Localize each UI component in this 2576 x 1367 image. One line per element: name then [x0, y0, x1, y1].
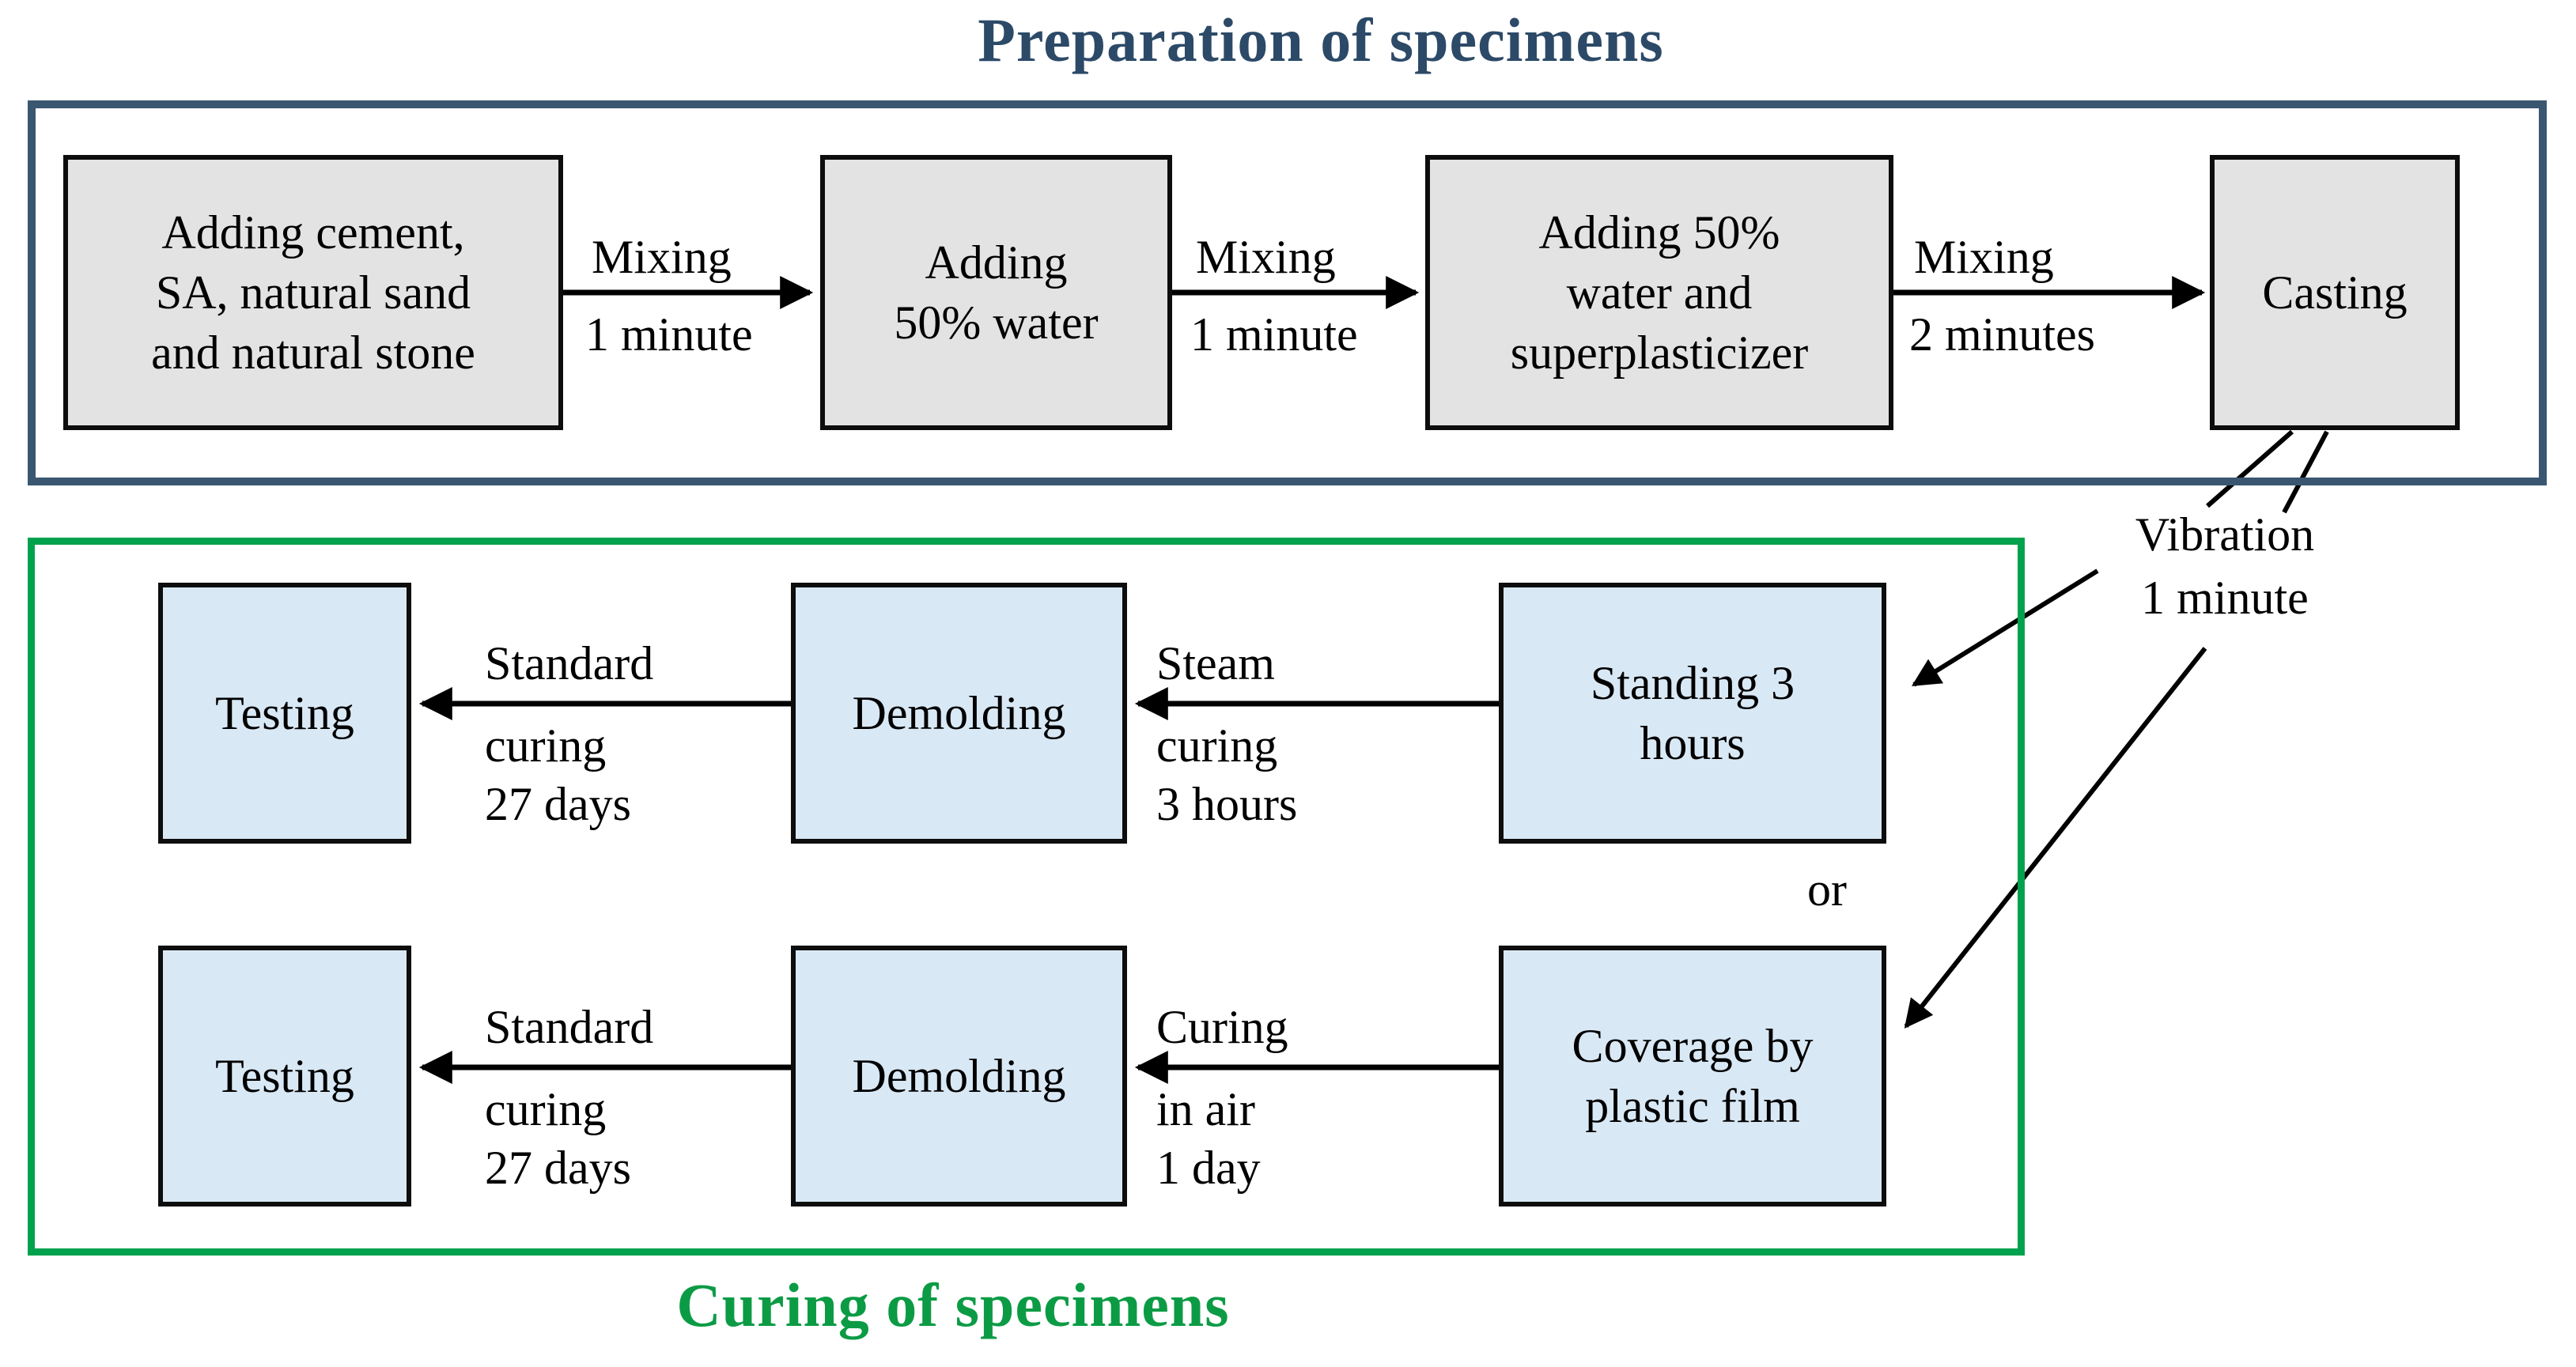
row1-left-label-below: curing 27 days — [485, 719, 631, 830]
casting-branch-segment-2 — [2282, 430, 2329, 514]
row2-right-label-below: in air 1 day — [1156, 1083, 1261, 1194]
preparation-section-frame — [28, 100, 2547, 485]
row2-left-label-below: curing 27 days — [485, 1083, 631, 1194]
box-standing-3-hours: Standing 3 hours — [1499, 583, 1886, 844]
box-testing-row1: Testing — [158, 583, 411, 844]
arrow1-label-below: 1 minute — [585, 308, 753, 361]
row1-right-label-below: curing 3 hours — [1156, 719, 1298, 830]
box-demolding-row2: Demolding — [791, 946, 1127, 1207]
box-demolding-row1: Demolding — [791, 583, 1127, 844]
row2-left-label-above: Standard — [485, 1001, 654, 1053]
arrow2-label-below: 1 minute — [1190, 308, 1358, 361]
box-coverage-plastic-film: Coverage by plastic film — [1499, 946, 1886, 1207]
box-adding-materials: Adding cement, SA, natural sand and natu… — [63, 155, 563, 430]
box-casting: Casting — [2210, 155, 2460, 430]
casting-branch-segment-1 — [2206, 429, 2294, 508]
arrow3-label-below: 2 minutes — [1909, 308, 2095, 361]
arrow3-label-above: Mixing — [1914, 231, 2054, 283]
curing-section-frame — [28, 538, 2025, 1256]
box-testing-row2: Testing — [158, 946, 411, 1207]
or-label: or — [1807, 863, 1847, 916]
arrow1-label-above: Mixing — [592, 231, 732, 283]
box-adding-water-superplasticizer: Adding 50% water and superplasticizer — [1425, 155, 1893, 430]
box-adding-water: Adding 50% water — [820, 155, 1172, 430]
vibration-label: Vibration 1 minute — [2135, 508, 2315, 624]
row1-left-label-above: Standard — [485, 637, 654, 689]
arrow2-label-above: Mixing — [1196, 231, 1336, 283]
row1-right-label-above: Steam — [1156, 637, 1275, 689]
arrow-vibration-to-standing — [1911, 568, 2099, 687]
preparation-title: Preparation of specimens — [978, 6, 1664, 74]
curing-title: Curing of specimens — [676, 1271, 1230, 1339]
row2-right-label-above: Curing — [1156, 1001, 1288, 1053]
arrow-vibration-to-coverage — [1904, 647, 2207, 1029]
